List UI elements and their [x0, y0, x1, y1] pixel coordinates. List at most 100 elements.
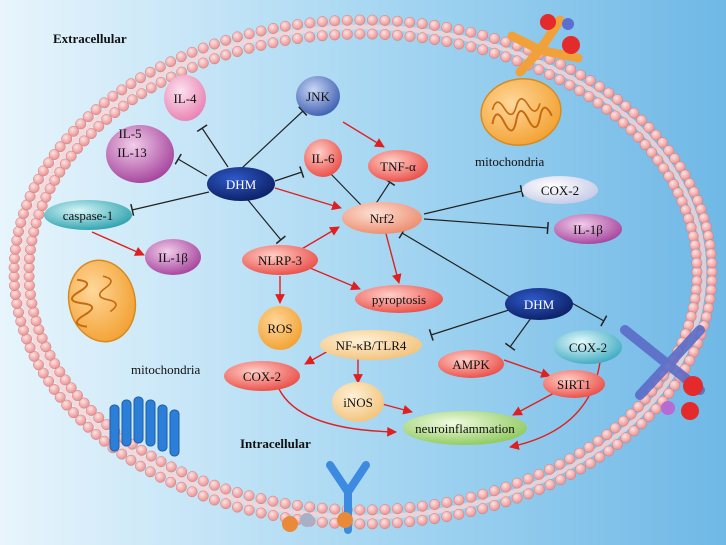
- membrane-bead: [126, 94, 138, 106]
- mitochondrion-left: [67, 259, 137, 343]
- membrane-bead: [255, 507, 267, 519]
- membrane-bead: [24, 253, 35, 265]
- membrane-bead: [220, 49, 232, 61]
- membrane-bead: [453, 24, 465, 36]
- membrane-bead: [43, 157, 55, 169]
- membrane-bead: [379, 504, 391, 515]
- membrane-bead: [704, 239, 716, 251]
- caspase1-activates-il1b: [91, 231, 145, 256]
- membrane-bead: [9, 280, 20, 292]
- membrane-bead: [231, 501, 243, 513]
- membrane-bead: [49, 174, 61, 186]
- membrane-bead: [611, 439, 623, 450]
- membrane-bead: [603, 445, 615, 457]
- membrane-bead: [404, 502, 416, 514]
- membrane-bead: [488, 33, 500, 44]
- membrane-bead: [704, 293, 716, 305]
- membrane-bead: [544, 463, 555, 475]
- membrane-bead: [316, 16, 328, 28]
- membrane-bead: [564, 79, 576, 91]
- membrane-bead: [154, 61, 166, 73]
- sirt1-label: SIRT1: [557, 377, 591, 392]
- nrf2-inhibits-tnf: [374, 178, 396, 206]
- membrane-bead: [186, 471, 198, 483]
- membrane-bead: [316, 516, 328, 528]
- membrane-bead: [511, 477, 523, 489]
- membrane-bead: [354, 14, 366, 26]
- membrane-bead: [267, 37, 279, 49]
- membrane-bead: [488, 485, 500, 497]
- membrane-bead: [85, 404, 97, 416]
- membrane-bead: [43, 375, 55, 387]
- membrane-bead: [279, 35, 291, 46]
- membrane-bead: [625, 408, 637, 420]
- dhm-top-label: DHM: [226, 177, 257, 192]
- membrane-bead: [304, 31, 316, 43]
- membrane-bead: [101, 113, 113, 125]
- dhm-inhibits-jnk: [241, 106, 308, 169]
- membrane-bead: [292, 499, 303, 511]
- membrane-bead: [243, 504, 255, 516]
- membrane-bead: [392, 503, 403, 515]
- membrane-bead: [663, 387, 675, 399]
- membrane-bead: [706, 257, 718, 269]
- membrane-bead: [477, 29, 489, 41]
- membrane-bead: [136, 88, 148, 100]
- membrane-bead: [176, 466, 188, 478]
- membrane-bead: [144, 466, 156, 478]
- dhm-inhibits-caspase1: [130, 191, 210, 216]
- membrane-bead: [594, 81, 606, 93]
- membrane-bead: [116, 448, 128, 460]
- membrane-bead: [544, 69, 555, 81]
- dhm-inhibits-ampk: [504, 317, 532, 351]
- jnk-activates-tnf: [342, 121, 385, 148]
- membrane-bead: [429, 19, 440, 31]
- membrane-bead: [54, 166, 66, 178]
- node-il5-il13: IL-5 IL-13: [106, 125, 174, 183]
- membrane-bead: [500, 481, 512, 493]
- membrane-bead: [565, 64, 577, 75]
- membrane-bead: [78, 135, 90, 147]
- membrane-bead: [65, 150, 77, 162]
- membrane-bead: [628, 425, 640, 437]
- dhm-inhibits-nlrp3: [247, 199, 286, 245]
- membrane-bead: [197, 57, 209, 69]
- membrane-bead: [75, 414, 87, 426]
- membrane-bead: [341, 28, 353, 40]
- membrane-bead: [267, 23, 279, 34]
- cox2-activates-neuroinflammation: [278, 388, 397, 437]
- membrane-bead: [584, 457, 596, 469]
- membrane-bead: [500, 496, 512, 508]
- membrane-bead: [705, 284, 717, 296]
- membrane-bead: [11, 298, 23, 310]
- node-cox2-left: COX-2: [224, 361, 300, 391]
- membrane-bead: [243, 490, 255, 502]
- membrane-bead: [59, 158, 71, 170]
- membrane-bead: [416, 18, 428, 30]
- node-caspase1: caspase-1: [44, 200, 132, 230]
- node-ampk: AMPK: [438, 350, 504, 378]
- membrane-bead: [687, 230, 699, 242]
- mitochondria-left-label: mitochondria: [131, 362, 201, 377]
- membrane-bead: [500, 51, 512, 63]
- node-il6: IL-6: [304, 139, 342, 177]
- dhm-right-label: DHM: [524, 297, 555, 312]
- membrane-bead: [279, 498, 291, 509]
- membrane-bead: [37, 367, 49, 379]
- membrane-bead: [603, 87, 615, 99]
- membrane-bead: [652, 154, 664, 166]
- membrane-bead: [11, 234, 23, 246]
- membrane-bead: [186, 61, 198, 73]
- membrane-bead: [584, 75, 596, 87]
- membrane-bead: [93, 120, 105, 132]
- membrane-bead: [68, 407, 79, 419]
- membrane-bead: [197, 475, 209, 487]
- membrane-bead: [165, 476, 177, 488]
- membrane-bead: [650, 129, 662, 141]
- membrane-bead: [555, 474, 566, 486]
- membrane-bead: [500, 36, 512, 48]
- membrane-bead: [231, 487, 243, 498]
- membrane-bead: [620, 432, 632, 444]
- membrane-bead: [98, 435, 110, 447]
